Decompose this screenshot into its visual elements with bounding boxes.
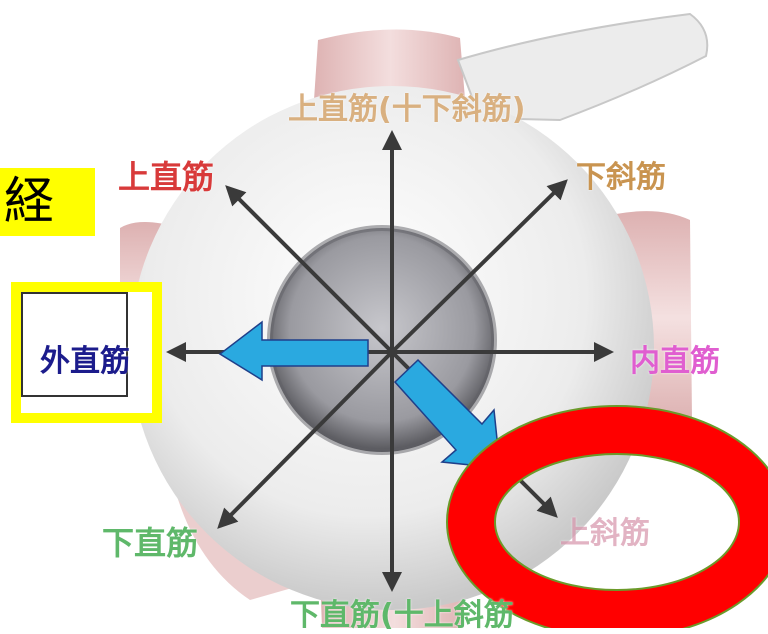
label-inferior-rectus: 下直筋 bbox=[102, 524, 199, 562]
highlight-frame bbox=[11, 282, 162, 423]
label-inferior-rectus-plus-superior-oblique: 下直筋(十上斜筋 bbox=[290, 598, 514, 633]
label-lateral-rectus: 外直筋 bbox=[40, 344, 130, 379]
callout-box bbox=[0, 168, 95, 236]
red-ring-outer-edge bbox=[446, 405, 768, 628]
arrow-down-left bbox=[217, 350, 394, 529]
arrow-up-right bbox=[390, 179, 568, 354]
label-medial-rectus: 内直筋 bbox=[630, 344, 720, 379]
superior-oblique-tendon bbox=[456, 12, 709, 122]
label-superior-rectus-plus-inferior-oblique: 上直筋(十下斜筋) bbox=[288, 92, 526, 127]
label-superior-oblique: 上斜筋 bbox=[560, 516, 650, 551]
red-ring-highlight bbox=[447, 406, 768, 628]
blue-arrow-left bbox=[218, 320, 369, 382]
red-ring-inner-edge bbox=[494, 453, 740, 591]
callout-text: 経 bbox=[4, 172, 54, 230]
arrow-up-left bbox=[225, 185, 394, 354]
highlight-frame-inner bbox=[21, 292, 128, 397]
label-inferior-oblique: 下斜筋 bbox=[576, 160, 666, 195]
label-superior-rectus: 上直筋 bbox=[118, 158, 215, 196]
